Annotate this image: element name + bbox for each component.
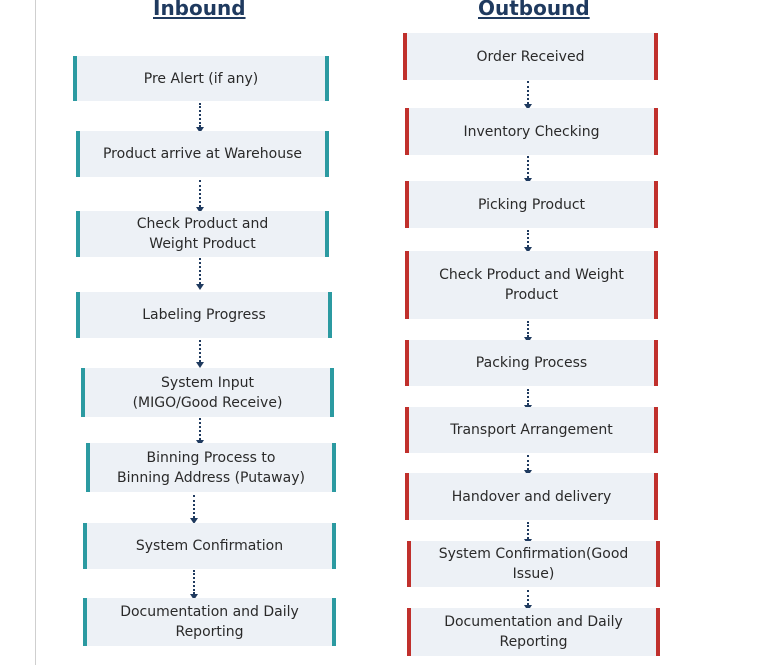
page-left-rule (35, 0, 36, 665)
outbound-step-label: Packing Process (475, 355, 588, 371)
inbound-arrow (196, 418, 204, 446)
outbound-step-label: Handover and delivery (451, 488, 612, 505)
outbound-step-label: Check Product and Weight Product (439, 267, 624, 303)
outbound-arrow (524, 156, 532, 184)
outbound-arrow (524, 522, 532, 545)
inbound-step-documentation: Documentation and Daily Reporting (83, 598, 336, 646)
inbound-step-product-arrive: Product arrive at Warehouse (76, 131, 329, 177)
inbound-step-pre-alert: Pre Alert (if any) (73, 56, 329, 101)
inbound-step-system-input: System Input (MIGO/Good Receive) (81, 368, 334, 417)
outbound-step-label: Transport Arrangement (450, 422, 613, 438)
inbound-arrow (190, 570, 198, 600)
inbound-title: Inbound (153, 0, 246, 20)
outbound-arrow (524, 590, 532, 611)
inbound-step-label: Product arrive at Warehouse (102, 146, 302, 162)
inbound-step-label: System Confirmation (135, 538, 284, 554)
outbound-arrow (524, 81, 532, 110)
outbound-arrow (524, 455, 532, 476)
inbound-step-label: Check Product and Weight Product (136, 216, 269, 252)
inbound-step-label: Binning Process to Binning Address (Puta… (117, 449, 305, 486)
outbound-step-handover: Handover and delivery (405, 473, 658, 520)
outbound-step-system-confirmation: System Confirmation(Good Issue) (407, 541, 660, 587)
outbound-step-label: System Confirmation(Good Issue) (438, 546, 629, 582)
inbound-arrow (196, 103, 204, 133)
outbound-step-transport: Transport Arrangement (405, 407, 658, 453)
inbound-step-label: Pre Alert (if any) (143, 70, 259, 87)
outbound-step-packing: Packing Process (405, 340, 658, 386)
inbound-arrow (196, 258, 204, 290)
inbound-step-check-product: Check Product and Weight Product (76, 211, 329, 257)
inbound-step-label: Labeling Progress (142, 307, 266, 323)
inbound-step-labeling: Labeling Progress (76, 292, 332, 338)
inbound-step-system-confirmation: System Confirmation (83, 523, 336, 569)
outbound-arrow (524, 230, 532, 253)
outbound-step-order-received: Order Received (403, 33, 658, 80)
outbound-step-documentation: Documentation and Daily Reporting (407, 608, 660, 656)
outbound-step-label: Documentation and Daily Reporting (444, 614, 623, 650)
outbound-step-label: Picking Product (477, 196, 586, 213)
inbound-arrow (190, 495, 198, 524)
inbound-arrow (196, 340, 204, 368)
inbound-arrow (196, 180, 204, 213)
outbound-step-picking: Picking Product (405, 181, 658, 228)
outbound-step-inventory-checking: Inventory Checking (405, 108, 658, 155)
inbound-step-label: System Input (MIGO/Good Receive) (132, 374, 283, 411)
outbound-title: Outbound (478, 0, 590, 20)
outbound-arrow (524, 389, 532, 411)
outbound-step-label: Order Received (476, 48, 585, 65)
inbound-step-binning: Binning Process to Binning Address (Puta… (86, 443, 336, 492)
outbound-step-label: Inventory Checking (463, 123, 600, 140)
outbound-arrow (524, 321, 532, 343)
inbound-step-label: Documentation and Daily Reporting (120, 604, 299, 640)
outbound-step-check-product: Check Product and Weight Product (405, 251, 658, 319)
